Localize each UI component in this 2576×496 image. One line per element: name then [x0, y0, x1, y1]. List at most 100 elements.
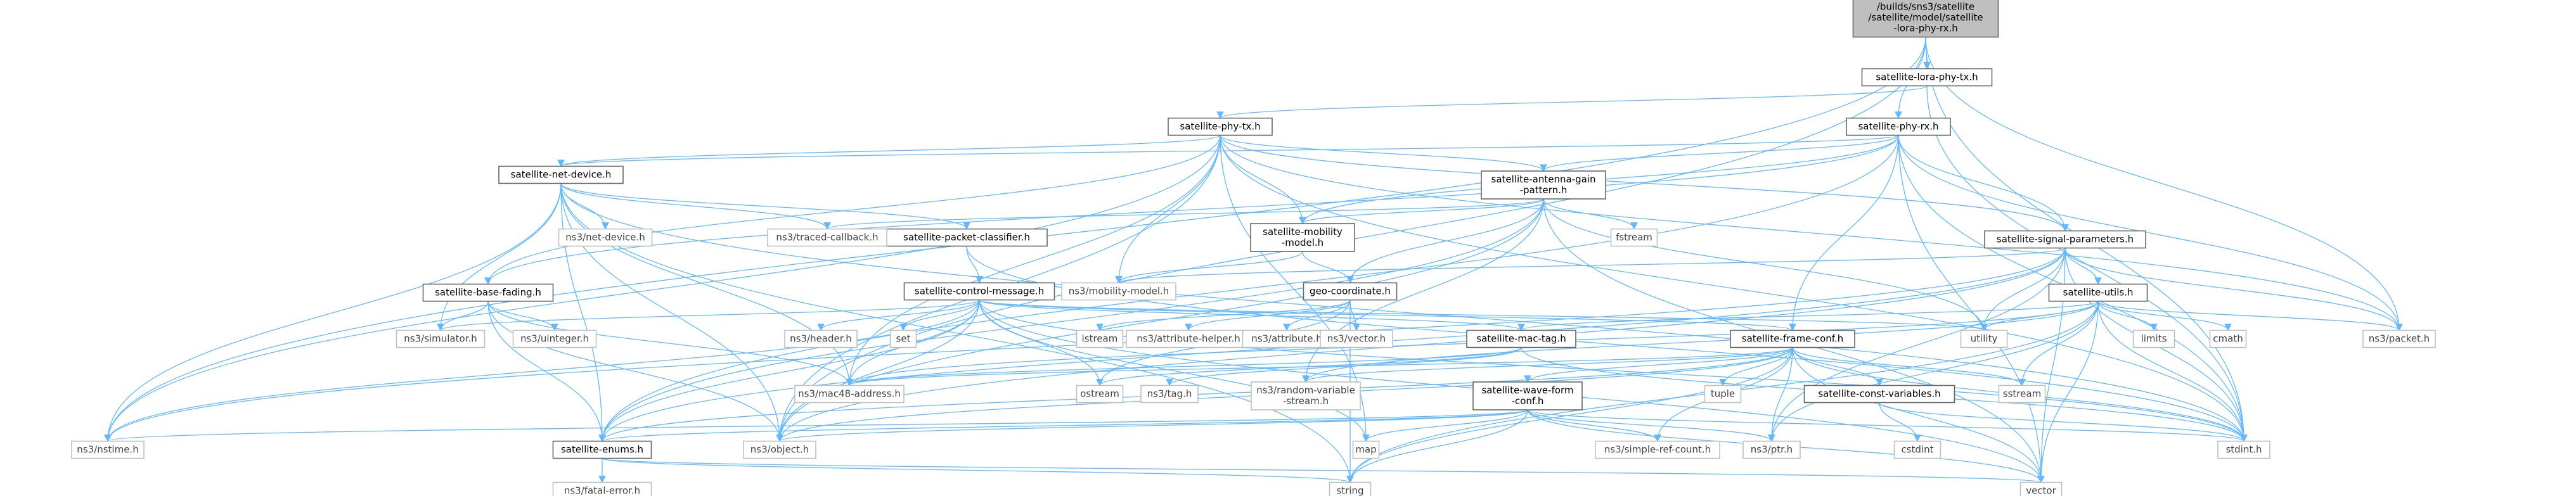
node-random[interactable]: ns3/random-variable-stream.h — [1251, 381, 1361, 410]
node-box — [1076, 385, 1124, 404]
node-box — [1466, 329, 1576, 348]
edge-phy-tx-to-mobility-model — [1115, 135, 1221, 284]
node-label: ns3/packet.h — [2369, 333, 2430, 345]
node-sstream[interactable]: sstream — [1998, 385, 2046, 404]
node-classifier[interactable]: satellite-packet-classifier.h — [886, 228, 1048, 247]
node-frame[interactable]: satellite-frame-conf.h — [1730, 329, 1855, 348]
node-net-dev[interactable]: satellite-net-device.h — [498, 165, 624, 184]
node-attr-helper[interactable]: ns3/attribute-helper.h — [1126, 329, 1251, 348]
node-fatal[interactable]: ns3/fatal-error.h — [552, 481, 652, 496]
node-box — [1481, 170, 1606, 200]
edge-signal-to-mobility-model — [1115, 247, 2066, 284]
node-box — [498, 165, 624, 184]
edge-phy-tx-to-stdint — [1220, 135, 2248, 442]
node-ostream[interactable]: ostream — [1076, 385, 1124, 404]
node-wave[interactable]: satellite-wave-form-conf.h — [1472, 381, 1583, 410]
edge-phy-rx-to-frame — [1789, 135, 1899, 331]
node-phy-tx[interactable]: satellite-phy-tx.h — [1168, 117, 1273, 136]
node-label: /builds/sns3/satellite — [1877, 1, 1974, 13]
node-mobility-model[interactable]: ns3/mobility-model.h — [1061, 282, 1176, 301]
node-fading[interactable]: satellite-base-fading.h — [422, 283, 554, 302]
node-lora-tx[interactable]: satellite-lora-phy-tx.h — [1861, 68, 1993, 87]
node-cmath[interactable]: cmath — [2209, 329, 2247, 348]
edge-net-dev-to-traced — [560, 183, 831, 230]
node-enums[interactable]: satellite-enums.h — [552, 440, 652, 459]
node-box — [1251, 381, 1361, 410]
node-vector[interactable]: vector — [2019, 481, 2063, 496]
edge-geo-to-vector-h — [1349, 300, 1360, 331]
edge-net-dev-to-classifier — [560, 183, 970, 230]
edge-net-dev-to-object — [560, 183, 783, 442]
edge-utils-to-mac-tag — [1517, 300, 2099, 331]
node-box — [1610, 228, 1658, 247]
edge-frame-to-mac48 — [846, 347, 1793, 386]
node-box — [1303, 282, 1398, 301]
node-box — [1242, 329, 1332, 348]
node-header[interactable]: ns3/header.h — [784, 329, 858, 348]
node-traced[interactable]: ns3/traced-callback.h — [767, 228, 887, 247]
node-map[interactable]: map — [1352, 440, 1380, 459]
node-stdint[interactable]: stdint.h — [2217, 440, 2270, 459]
node-box — [886, 228, 1048, 247]
node-fstream[interactable]: fstream — [1610, 228, 1658, 247]
node-label: ns3/vector.h — [1327, 333, 1386, 345]
node-label: ns3/header.h — [790, 333, 852, 345]
node-box — [1984, 230, 2146, 249]
edge-utils-to-ptr — [1768, 301, 2099, 442]
node-label: sstream — [2003, 388, 2041, 400]
node-packet[interactable]: ns3/packet.h — [2362, 329, 2436, 348]
node-utils[interactable]: satellite-utils.h — [2048, 283, 2148, 302]
node-nstime[interactable]: ns3/nstime.h — [71, 440, 145, 459]
node-label: ns3/nstime.h — [77, 444, 138, 455]
edge-antenna-to-random — [1302, 198, 1544, 383]
edge-fading-to-enums — [487, 301, 606, 442]
edge-phy-tx-to-net-dev — [557, 134, 1221, 167]
node-box — [1730, 329, 1855, 348]
node-root[interactable]: /builds/sns3/satellite/satellite/model/s… — [1852, 0, 1999, 38]
node-label: cstdint — [1901, 444, 1933, 455]
node-const[interactable]: satellite-const-variables.h — [1803, 385, 1955, 404]
node-mac-tag[interactable]: satellite-mac-tag.h — [1466, 329, 1576, 348]
node-set[interactable]: set — [889, 329, 917, 348]
node-label: limits — [2141, 333, 2167, 345]
node-box — [767, 228, 887, 247]
node-tag[interactable]: ns3/tag.h — [1140, 385, 1199, 404]
node-string[interactable]: string — [1329, 481, 1372, 496]
edge-frame-to-const — [1792, 347, 1883, 386]
node-geo[interactable]: geo-coordinate.h — [1303, 282, 1398, 301]
node-box — [1126, 329, 1251, 348]
edge-phy-rx-to-enums — [598, 135, 1899, 442]
node-label: string — [1336, 485, 1363, 496]
node-net-device[interactable]: ns3/net-device.h — [558, 228, 653, 247]
edge-frame-to-random — [1302, 347, 1793, 383]
node-antenna[interactable]: satellite-antenna-gain-pattern.h — [1481, 170, 1606, 200]
node-mac48[interactable]: ns3/mac48-address.h — [794, 385, 905, 404]
node-label: -stream.h — [1283, 395, 1329, 407]
node-utility[interactable]: utility — [1960, 329, 2008, 348]
node-istream[interactable]: istream — [1076, 329, 1124, 348]
node-phy-rx[interactable]: satellite-phy-rx.h — [1846, 117, 1951, 136]
node-simple-ref[interactable]: ns3/simple-ref-count.h — [1595, 440, 1720, 459]
node-label: utility — [1971, 333, 1998, 345]
node-simulator[interactable]: ns3/simulator.h — [396, 329, 486, 348]
node-cstdint[interactable]: cstdint — [1893, 440, 1942, 459]
node-layer: /builds/sns3/satellite/satellite/model/s… — [71, 0, 2436, 496]
node-mobility[interactable]: satellite-mobility-model.h — [1250, 223, 1355, 252]
node-label: satellite-phy-tx.h — [1180, 121, 1260, 132]
node-control[interactable]: satellite-control-message.h — [903, 282, 1055, 301]
node-tuple[interactable]: tuple — [1704, 385, 1742, 404]
node-vector-h[interactable]: ns3/vector.h — [1320, 329, 1393, 348]
node-box — [2048, 283, 2148, 302]
node-box — [889, 329, 917, 348]
node-limits[interactable]: limits — [2132, 329, 2175, 348]
node-uinteger[interactable]: ns3/uinteger.h — [512, 329, 597, 348]
edge-frame-to-vector — [1792, 347, 2045, 483]
node-box — [552, 481, 652, 496]
node-object[interactable]: ns3/object.h — [743, 440, 816, 459]
node-box — [743, 440, 816, 459]
edge-enums-to-vector — [602, 457, 2044, 483]
node-attribute[interactable]: ns3/attribute.h — [1242, 329, 1332, 348]
node-ptr[interactable]: ns3/ptr.h — [1742, 440, 1801, 459]
node-signal[interactable]: satellite-signal-parameters.h — [1984, 230, 2146, 249]
edge-mac-tag-to-tag — [1166, 347, 1522, 386]
